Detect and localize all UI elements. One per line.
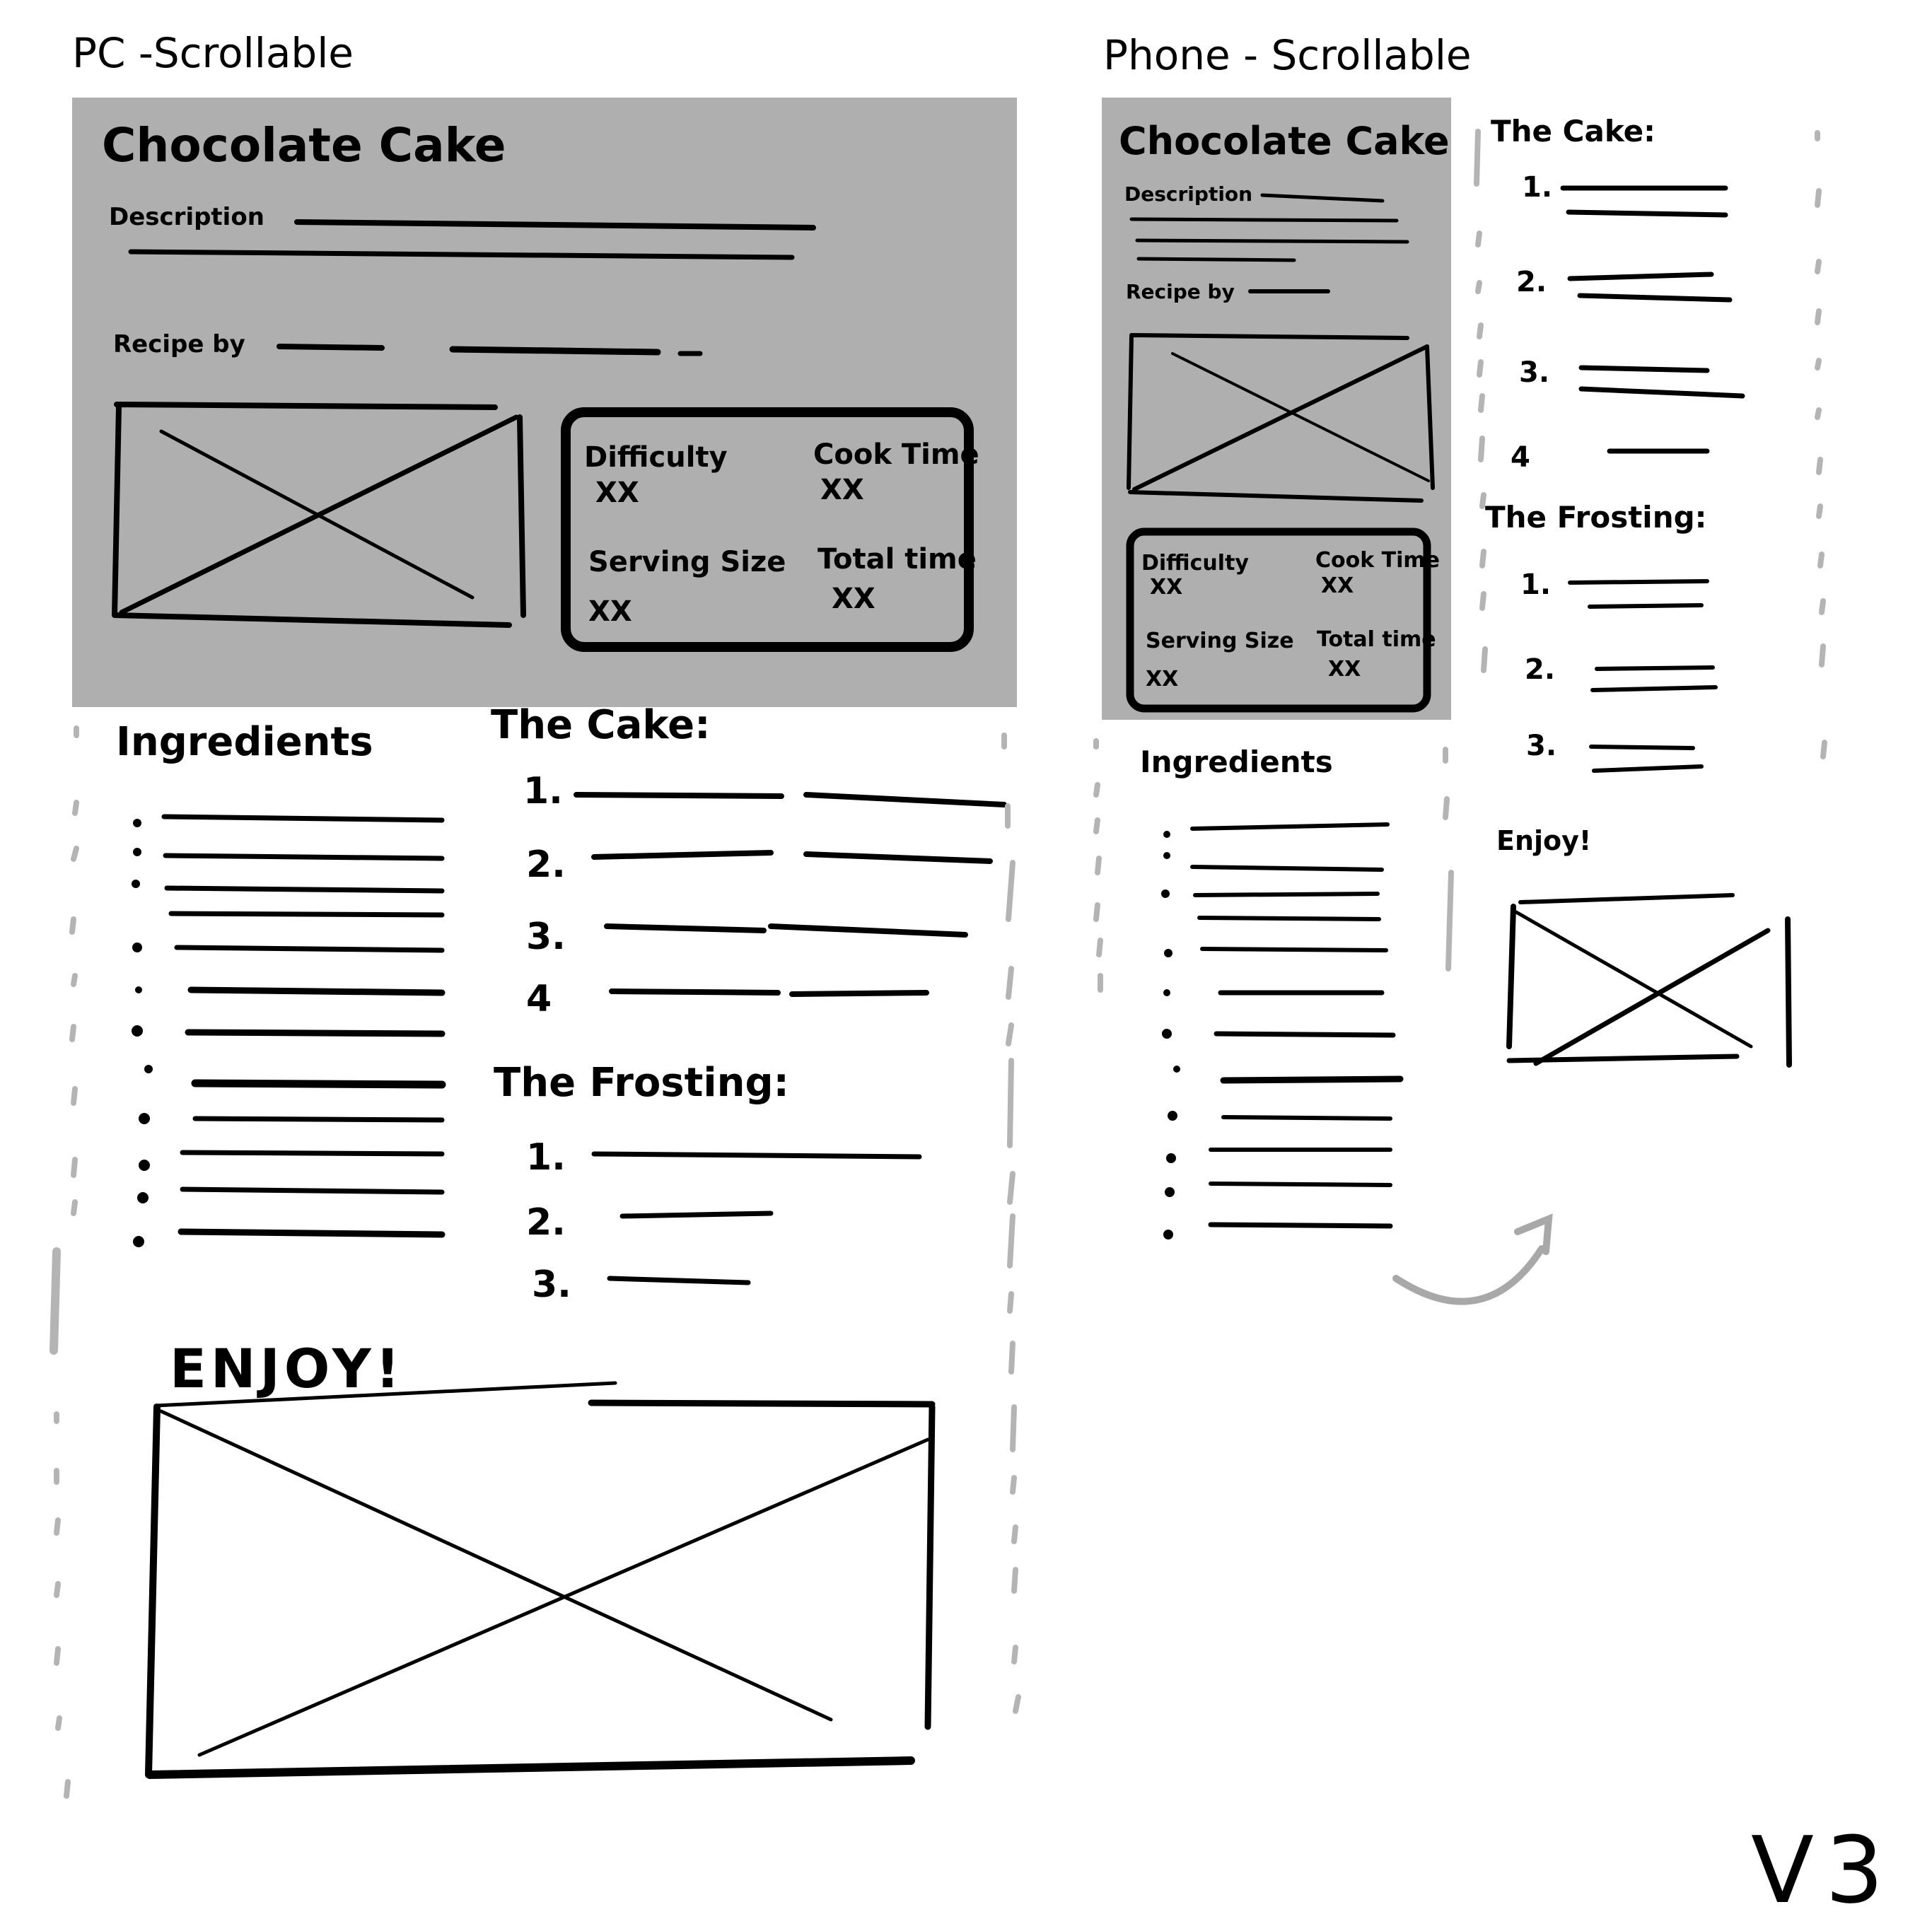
pc-enjoy-heading: ENJOY! — [170, 1337, 404, 1400]
list-item — [137, 1192, 149, 1203]
pc-recipe-by-label: Recipe by — [113, 330, 245, 358]
list-item — [1163, 831, 1170, 838]
pc-serving-size-label: Serving Size — [588, 546, 786, 578]
phone-description-lines — [1129, 193, 1409, 262]
pc-recipe-title: Chocolate Cake — [102, 118, 506, 173]
pc-wireframe: PC -Scrollable Chocolate Cake Descriptio… — [50, 29, 1021, 1799]
pc-cook-time-label: Cook Time — [813, 438, 979, 471]
step-number: 2. — [526, 1201, 566, 1244]
step-number: 1. — [1520, 568, 1551, 601]
phone-cook-time-value: XX — [1321, 573, 1354, 598]
pc-ingredients-list — [132, 814, 446, 1247]
list-item — [1165, 1187, 1175, 1197]
list-item — [1163, 1230, 1173, 1239]
pc-description-label: Description — [109, 203, 264, 231]
list-item — [133, 819, 141, 827]
list-item — [132, 943, 142, 952]
phone-recipe-title: Chocolate Cake — [1119, 119, 1450, 163]
list-item — [132, 1025, 143, 1037]
pc-total-time-label: Total time — [817, 543, 977, 576]
phone-ingredients-heading: Ingredients — [1140, 745, 1333, 779]
list-item — [1173, 1066, 1180, 1073]
pc-total-time-value: XX — [832, 583, 875, 615]
step-number: 4 — [526, 978, 552, 1020]
phone-enjoy-heading: Enjoy! — [1496, 825, 1591, 856]
list-item — [135, 986, 142, 993]
phone-ingredients-list — [1161, 822, 1404, 1239]
phone-recipe-by-label: Recipe by — [1126, 280, 1235, 303]
phone-total-time-value: XX — [1328, 657, 1361, 682]
phone-difficulty-value: XX — [1150, 575, 1182, 600]
pc-info-card: Difficulty XX Cook Time XX Serving Size … — [561, 407, 979, 652]
list-item — [139, 1113, 150, 1124]
version-label: V3 — [1751, 1816, 1895, 1924]
list-item — [144, 1065, 153, 1073]
phone-final-image-placeholder — [1506, 893, 1792, 1068]
phone-serving-size-value: XX — [1146, 667, 1178, 692]
phone-wireframe: Phone - Scrollable Chocolate Cake Descri… — [1093, 31, 1827, 1305]
pc-final-image-placeholder — [145, 1381, 936, 1779]
step-number: 2. — [526, 844, 566, 886]
pc-hero-image-placeholder — [112, 402, 526, 628]
phone-frosting-heading: The Frosting: — [1485, 500, 1706, 535]
step-number: 2. — [1525, 653, 1555, 686]
pc-cake-heading: The Cake: — [491, 702, 711, 748]
list-item — [133, 848, 141, 856]
curved-arrow-icon — [1392, 1213, 1553, 1305]
phone-scroll-indicator — [1093, 129, 1827, 993]
step-number: 3. — [532, 1264, 571, 1306]
step-number: 4 — [1511, 441, 1530, 474]
step-number: 1. — [1522, 171, 1552, 204]
list-item — [132, 880, 140, 888]
list-item — [1166, 1153, 1176, 1163]
phone-difficulty-label: Difficulty — [1141, 551, 1249, 576]
list-item — [139, 1160, 150, 1171]
phone-hero-image-placeholder — [1127, 333, 1435, 503]
list-item — [1161, 889, 1170, 898]
phone-frosting-steps: 1. 2. 3. — [1520, 568, 1718, 773]
pc-ingredients-heading: Ingredients — [116, 719, 373, 765]
pc-frosting-heading: The Frosting: — [494, 1060, 789, 1106]
phone-total-time-label: Total time — [1317, 627, 1436, 652]
step-number: 1. — [523, 770, 563, 812]
list-item — [133, 1236, 144, 1247]
phone-cake-heading: The Cake: — [1491, 114, 1655, 148]
phone-cake-steps: 1. 2. 3. 4 — [1511, 171, 1745, 474]
phone-description-label: Description — [1124, 182, 1252, 206]
phone-label: Phone - Scrollable — [1103, 31, 1472, 79]
list-item — [1162, 1029, 1172, 1039]
list-item — [1163, 852, 1170, 859]
step-number: 2. — [1516, 266, 1547, 298]
phone-info-card: Difficulty XX Cook Time XX Serving Size … — [1126, 527, 1440, 713]
pc-frosting-steps: 1. 2. 3. — [526, 1136, 922, 1306]
pc-serving-size-value: XX — [588, 595, 632, 628]
step-number: 3. — [1526, 730, 1556, 762]
step-number: 3. — [526, 916, 566, 958]
pc-difficulty-label: Difficulty — [584, 441, 728, 474]
pc-cook-time-value: XX — [820, 474, 864, 506]
phone-serving-size-label: Serving Size — [1146, 629, 1294, 653]
pc-difficulty-value: XX — [595, 477, 639, 509]
pc-cake-steps: 1. 2. 3. 4 — [523, 770, 1007, 1020]
step-number: 1. — [526, 1136, 566, 1179]
list-item — [1164, 949, 1172, 957]
step-number: 3. — [1519, 356, 1549, 389]
list-item — [1163, 989, 1170, 996]
pc-recipe-by-lines — [277, 344, 703, 356]
phone-cook-time-label: Cook Time — [1315, 548, 1440, 573]
phone-header-panel — [1102, 98, 1451, 720]
pc-scroll-indicator — [50, 725, 1021, 1799]
pc-description-lines — [128, 219, 816, 260]
pc-label: PC -Scrollable — [72, 29, 354, 77]
list-item — [1168, 1111, 1177, 1121]
pc-header-panel — [72, 98, 1017, 707]
